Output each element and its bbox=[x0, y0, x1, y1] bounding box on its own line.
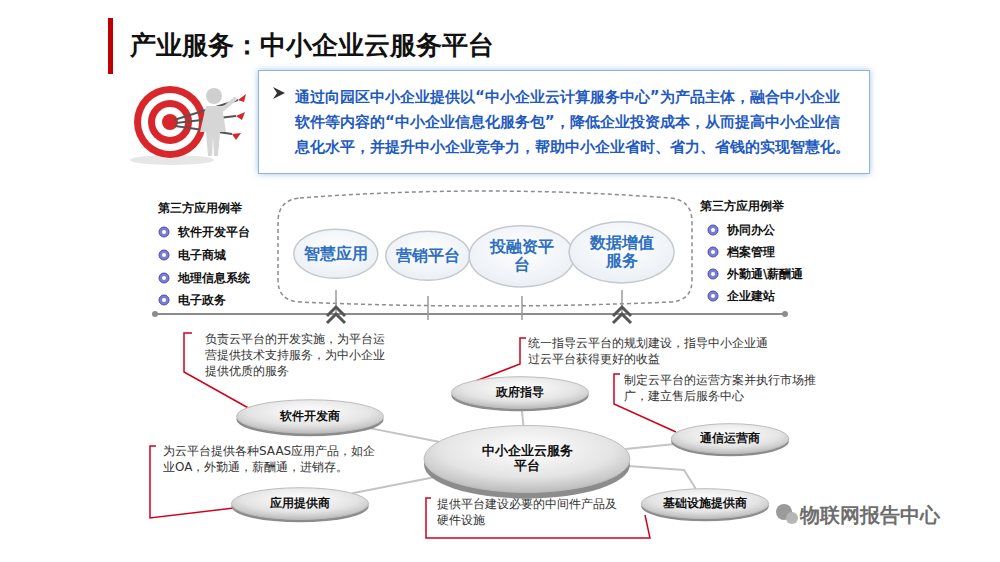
list-bullets bbox=[159, 225, 718, 305]
role-note: 统一指导云平台的规划建设，指导中小企业通过云平台获得更好的收益 bbox=[528, 335, 776, 367]
list-item: 档案管理 bbox=[727, 244, 775, 260]
list-bullet-dot bbox=[162, 298, 166, 302]
service-oval: 智慧应用 bbox=[292, 227, 380, 280]
list-bullet bbox=[159, 295, 169, 305]
node-text: 中小企业云服务平台 bbox=[480, 444, 574, 474]
list-heading: 第三方应用例举 bbox=[158, 200, 242, 216]
node-text: 通信运营商 bbox=[700, 432, 760, 446]
bullet-arrow bbox=[273, 87, 285, 99]
list-item: 电子商城 bbox=[178, 247, 226, 263]
watermark-icon bbox=[786, 512, 798, 524]
node-text: 智慧应用 bbox=[304, 245, 368, 263]
role-note: 为云平台提供各种SAAS应用产品，如企业OA，外勤通，薪酬通，进销存。 bbox=[163, 443, 385, 475]
dashed-bracket bbox=[278, 191, 692, 306]
stakeholder-disc: 应用提供商 bbox=[230, 487, 370, 523]
node-text: 软件开发商 bbox=[280, 410, 340, 424]
list-bullet bbox=[708, 247, 718, 257]
oval-fill bbox=[386, 231, 470, 280]
node-text: 投融资平台 bbox=[489, 238, 555, 275]
node-text: 通过向园区中小企业提供以“中小企业云计算服务中心”为产品主体，融合中小企业软件等… bbox=[295, 85, 851, 160]
role-note: 提供平台建设必要的中间件产品及硬件设施 bbox=[437, 496, 625, 528]
disc-top bbox=[641, 489, 768, 519]
list-bullet-dot bbox=[162, 276, 166, 280]
disc-top bbox=[424, 426, 630, 493]
oval-fill bbox=[570, 221, 675, 282]
figure-body bbox=[200, 106, 226, 156]
node-text: 基础设施提供商 bbox=[663, 497, 747, 511]
figure-arm bbox=[222, 98, 236, 110]
connector bbox=[352, 476, 439, 493]
service-oval: 数据增值服务 bbox=[567, 219, 676, 286]
list-item: 协同办公 bbox=[727, 222, 775, 238]
list-bullet bbox=[159, 250, 169, 260]
tick-line bbox=[427, 296, 429, 320]
disc-top bbox=[451, 377, 588, 409]
list-bullet bbox=[708, 291, 718, 301]
connector bbox=[625, 444, 675, 449]
target-ring bbox=[134, 86, 206, 158]
axis-end bbox=[152, 311, 158, 317]
list-item: 地理信息系统 bbox=[178, 270, 250, 286]
stakeholder-disc: 基础设施提供商 bbox=[640, 488, 770, 522]
platform-disc: 中小企业云服务平台 bbox=[422, 424, 632, 500]
node-text: 应用提供商 bbox=[270, 497, 330, 511]
list-item: 软件开发平台 bbox=[178, 224, 250, 240]
list-bullet bbox=[708, 225, 718, 235]
oval-fill bbox=[294, 229, 378, 278]
list-bullet-dot bbox=[711, 272, 715, 276]
list-item: 电子政务 bbox=[178, 292, 226, 308]
node-text: 营销平台 bbox=[396, 247, 460, 265]
figure-head bbox=[206, 88, 222, 104]
intro-box: 通过向园区中小企业提供以“中小企业云计算服务中心”为产品主体，融合中小企业软件等… bbox=[258, 70, 870, 174]
page-title: 产业服务：中小企业云服务平台 bbox=[130, 28, 494, 63]
node-text: 政府指导 bbox=[496, 386, 544, 400]
bullet-arrow bbox=[271, 85, 287, 101]
list-bullet-dot bbox=[711, 294, 715, 298]
list-heading: 第三方应用例举 bbox=[700, 198, 784, 214]
node-text: 数据增值服务 bbox=[589, 234, 655, 271]
list-bullet bbox=[159, 227, 169, 237]
tick-line bbox=[621, 290, 623, 314]
axis-line bbox=[155, 313, 785, 315]
list-bullet-dot bbox=[711, 228, 715, 232]
stakeholder-disc: 政府指导 bbox=[450, 376, 590, 412]
service-oval: 营销平台 bbox=[384, 229, 472, 282]
chevron bbox=[613, 314, 631, 323]
role-note: 制定云平台的运营方案并执行市场推广，建立售后服务中心 bbox=[624, 372, 822, 404]
list-item: 外勤通\薪酬通 bbox=[727, 266, 803, 282]
oval-fill bbox=[470, 225, 575, 286]
list-bullet-dot bbox=[162, 230, 166, 234]
list-bullet-dot bbox=[711, 250, 715, 254]
service-oval: 投融资平台 bbox=[467, 223, 576, 290]
axis-end bbox=[782, 311, 788, 317]
role-note: 负责云平台的开发实施，为平台运营提供技术支持服务，为中小企业提供优质的服务 bbox=[205, 331, 393, 380]
list-item: 企业建站 bbox=[727, 288, 775, 304]
watermark: 物联网报告中心 bbox=[800, 502, 940, 529]
connector bbox=[628, 466, 696, 489]
tick-line bbox=[335, 290, 337, 314]
list-bullet bbox=[159, 273, 169, 283]
list-bullet-dot bbox=[162, 253, 166, 257]
list-bullet bbox=[708, 269, 718, 279]
stakeholder-disc: 通信运营商 bbox=[670, 423, 790, 457]
stakeholder-disc: 软件开发商 bbox=[235, 399, 385, 437]
connector bbox=[366, 427, 439, 441]
disc-top bbox=[231, 488, 368, 520]
chevron bbox=[327, 314, 345, 323]
disc-top bbox=[237, 400, 384, 433]
disc-top bbox=[671, 424, 789, 454]
title-bar bbox=[108, 18, 113, 74]
tick-line bbox=[521, 296, 523, 320]
target-ring bbox=[162, 114, 178, 130]
